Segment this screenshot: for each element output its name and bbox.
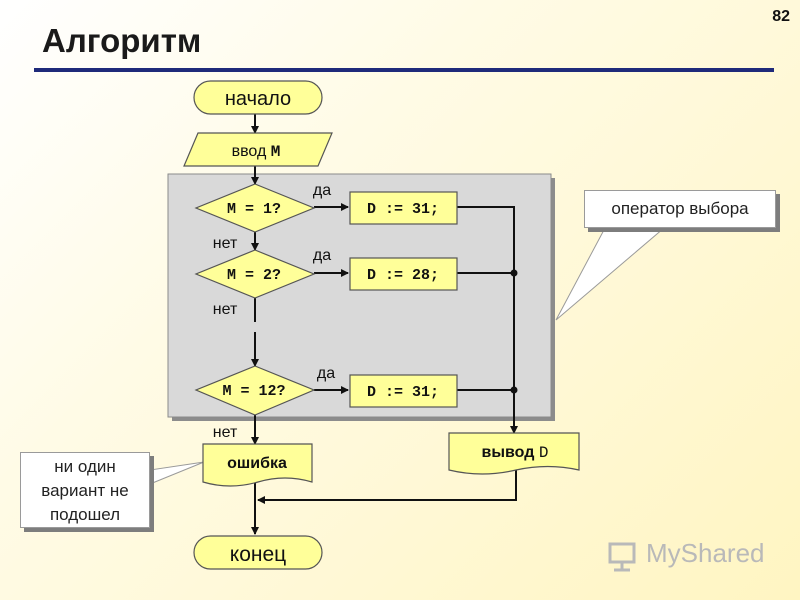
action-box-2	[349, 257, 458, 291]
no-label-3: нет	[213, 424, 238, 441]
callout-pointer-none	[149, 461, 205, 485]
condition-diamond-3	[194, 365, 316, 416]
no-label-1: нет	[213, 235, 238, 252]
title-rule	[34, 68, 774, 72]
condition-label-2: M = 2?	[227, 267, 281, 284]
error-label: ошибка	[227, 455, 287, 472]
callout-line-1: ни один	[54, 457, 116, 476]
watermark-brand: MyShared	[646, 538, 765, 568]
callout-operator: оператор выбора	[584, 190, 776, 228]
end-label: конец	[230, 543, 286, 566]
output-block	[448, 432, 580, 475]
action-label-2: D := 28;	[367, 267, 439, 284]
page-number: 82	[772, 8, 790, 25]
action-box-1	[349, 191, 458, 225]
yes-label-3: да	[317, 365, 335, 382]
end-terminal	[193, 535, 323, 570]
condition-diamond-1	[194, 183, 316, 233]
error-block	[202, 443, 313, 487]
connector-output-merge	[257, 470, 517, 504]
action-label-3: D := 31;	[367, 384, 439, 401]
no-label-2: нет	[213, 301, 238, 318]
output-label: вывод D	[482, 444, 549, 462]
condition-label-3: M = 12?	[222, 383, 285, 400]
start-label: начало	[225, 88, 291, 110]
connector-action1-bus	[457, 206, 518, 434]
slide-title: Алгоритм	[42, 22, 202, 59]
action-label-1: D := 31;	[367, 201, 439, 218]
start-terminal	[193, 80, 323, 115]
input-label: ввод M	[232, 143, 281, 161]
condition-label-1: M = 1?	[227, 201, 281, 218]
callout-line-3: подошел	[49, 505, 121, 524]
yes-label-2: да	[313, 247, 331, 264]
callout-pointer-operator	[555, 227, 666, 321]
callout-no-match: ни один вариант не подошел	[20, 452, 150, 528]
input-block	[183, 132, 333, 167]
myshared-logo-icon	[608, 542, 636, 572]
action-box-3	[349, 374, 458, 408]
condition-diamond-2	[194, 249, 316, 299]
callout-line-2: вариант не	[41, 481, 129, 500]
yes-label-1: да	[313, 182, 331, 199]
